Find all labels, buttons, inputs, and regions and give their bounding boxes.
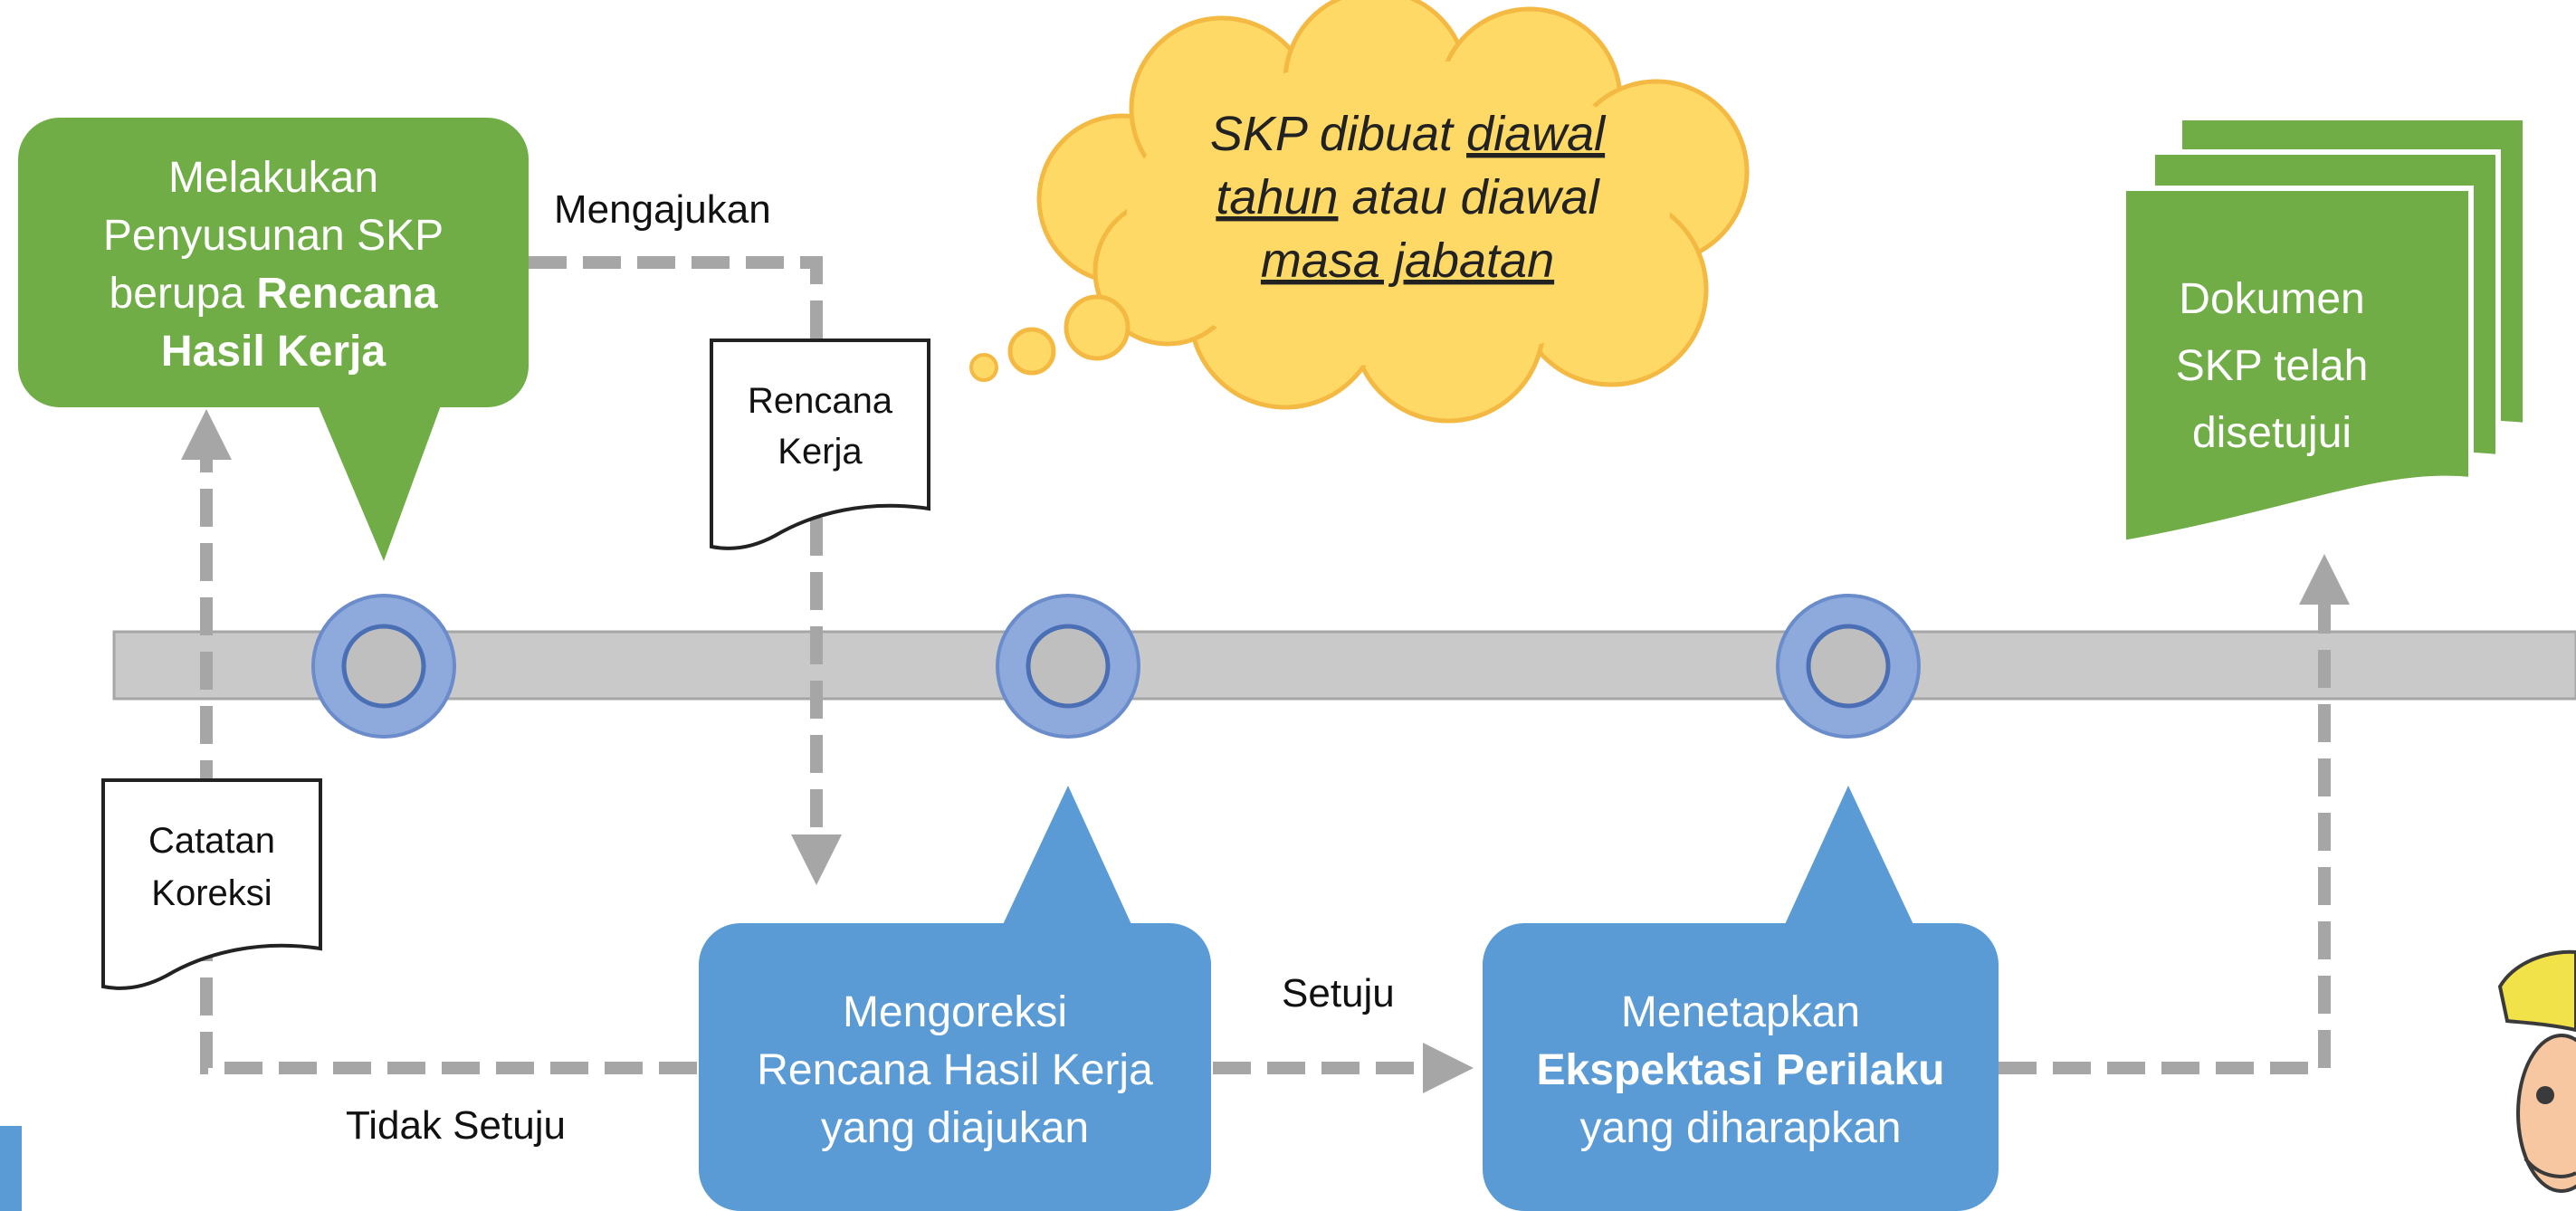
cloud-line-1: SKP dibuat diawal: [1210, 107, 1607, 161]
callout-menetapkan: Menetapkan Ekspektasi Perilaku yang diha…: [1483, 786, 1999, 1211]
connector-disetujui: [1999, 554, 2350, 1074]
document-rencana-kerja: Rencana Kerja: [710, 339, 930, 550]
penyusunan-line-2: Penyusunan SKP: [103, 212, 444, 260]
koreksi-line-3: yang diajukan: [821, 1104, 1089, 1152]
penyusunan-line-3-bold: Rencana: [256, 270, 437, 318]
document-stack-skp: Dokumen SKP telah disetujui: [2121, 115, 2528, 547]
cloud-line-2: tahun atau diawal: [1216, 170, 1600, 224]
koreksi-line-2: Rencana Hasil Kerja: [757, 1046, 1153, 1094]
connector-tidak-setuju: [181, 409, 697, 1074]
callout-penyusunan: Melakukan Penyusunan SKP berupa Rencana …: [18, 118, 529, 561]
label-tidak-setuju: Tidak Setuju: [346, 1103, 566, 1148]
thought-bubble-large: [1064, 294, 1131, 361]
label-mengajukan: Mengajukan: [554, 187, 771, 232]
dokumen-line-2: SKP telah: [2176, 342, 2369, 390]
dokumen-line-1: Dokumen: [2179, 275, 2364, 323]
thought-bubble-small: [969, 353, 998, 382]
timeline-node-3: [1776, 594, 1921, 739]
timeline-node-2: [996, 594, 1140, 739]
catatan-koreksi-line-2: Koreksi: [151, 873, 272, 913]
document-catatan-koreksi: Catatan Koreksi: [101, 778, 322, 990]
connector-mengajukan: [529, 256, 842, 885]
penyusunan-line-3: berupa Rencana: [110, 270, 438, 318]
rencana-kerja-line-1: Rencana: [748, 381, 893, 421]
menetapkan-line-3: yang diharapkan: [1580, 1104, 1902, 1152]
menetapkan-line-2: Ekspektasi Perilaku: [1537, 1046, 1945, 1094]
partial-edge-element: [0, 1126, 22, 1211]
timeline-node-1: [311, 594, 456, 739]
dokumen-line-3: disetujui: [2192, 409, 2352, 457]
menetapkan-line-1: Menetapkan: [1621, 988, 1860, 1036]
label-setuju: Setuju: [1282, 971, 1395, 1016]
cloud-line-1-a: SKP dibuat: [1210, 107, 1466, 161]
mascot-illustration: [2497, 949, 2576, 1193]
cloud-line-1-b: diawal: [1466, 107, 1607, 161]
cloud-line-3: masa jabatan: [1261, 234, 1554, 288]
cloud-line-2-a: tahun: [1216, 170, 1338, 224]
thought-cloud: SKP dibuat diawal tahun atau diawal masa…: [969, 0, 1750, 424]
callout-koreksi: Mengoreksi Rencana Hasil Kerja yang diaj…: [699, 786, 1211, 1211]
thought-bubble-medium: [1007, 327, 1056, 376]
catatan-koreksi-line-1: Catatan: [148, 821, 275, 861]
penyusunan-line-3-normal: berupa: [110, 270, 257, 318]
rencana-kerja-line-2: Kerja: [778, 432, 863, 472]
cloud-line-2-b: atau diawal: [1338, 170, 1600, 224]
koreksi-line-1: Mengoreksi: [843, 988, 1067, 1036]
penyusunan-line-1: Melakukan: [168, 154, 378, 202]
timeline-bar: [112, 630, 2576, 701]
penyusunan-line-4: Hasil Kerja: [161, 328, 386, 376]
